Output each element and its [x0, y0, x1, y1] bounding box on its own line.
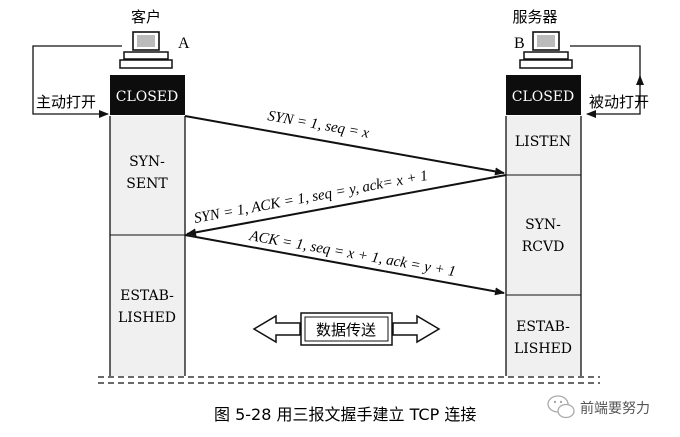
baseline-dashed — [98, 376, 600, 384]
server-state-lished: LISHED — [514, 341, 572, 357]
server-computer-icon — [519, 31, 573, 69]
server-open-loop — [570, 45, 641, 118]
client-computer-icon — [119, 31, 173, 69]
server-state-estab: ESTAB- — [516, 319, 570, 335]
data-transfer-label: 数据传送 — [316, 321, 376, 339]
client-closed-state-box — [110, 75, 185, 115]
message-syn-arrow — [184, 115, 505, 176]
server-state-syn: SYN- — [525, 217, 561, 233]
client-timeline — [109, 116, 186, 376]
message-syn-label: SYN = 1, seq = x — [266, 108, 370, 142]
server-action-label: 被动打开 — [589, 93, 649, 111]
client-action-label: 主动打开 — [36, 93, 96, 111]
message-synack-arrow — [186, 174, 507, 237]
client-state-sent: SENT — [126, 176, 168, 192]
server-label: 服务器 — [512, 8, 557, 26]
client-state-syn: SYN- — [129, 154, 165, 170]
client-open-loop — [32, 45, 122, 118]
server-state-rcvd: RCVD — [522, 239, 565, 255]
data-transfer-arrow — [252, 312, 441, 346]
message-synack-label: SYN = 1, ACK = 1, seq = y, ack= x + 1 — [193, 168, 429, 227]
watermark-text: 前端要努力 — [580, 400, 650, 417]
client-state-closed: CLOSED — [116, 89, 179, 105]
server-timeline — [505, 116, 582, 376]
wechat-icon — [547, 395, 575, 419]
server-state-listen: LISTEN — [515, 134, 571, 150]
client-letter: A — [178, 35, 190, 52]
client-state-lished: LISHED — [118, 310, 176, 326]
server-closed-state-box — [506, 75, 581, 115]
client-state-estab: ESTAB- — [120, 288, 174, 304]
figure-caption: 图 5-28 用三报文握手建立 TCP 连接 — [214, 405, 476, 424]
client-label: 客户 — [131, 8, 161, 26]
message-ack-arrow — [184, 234, 505, 296]
server-letter: B — [514, 35, 525, 52]
server-state-closed: CLOSED — [512, 89, 575, 105]
message-ack-label: ACK = 1, seq = x + 1, ack = y + 1 — [247, 228, 457, 280]
